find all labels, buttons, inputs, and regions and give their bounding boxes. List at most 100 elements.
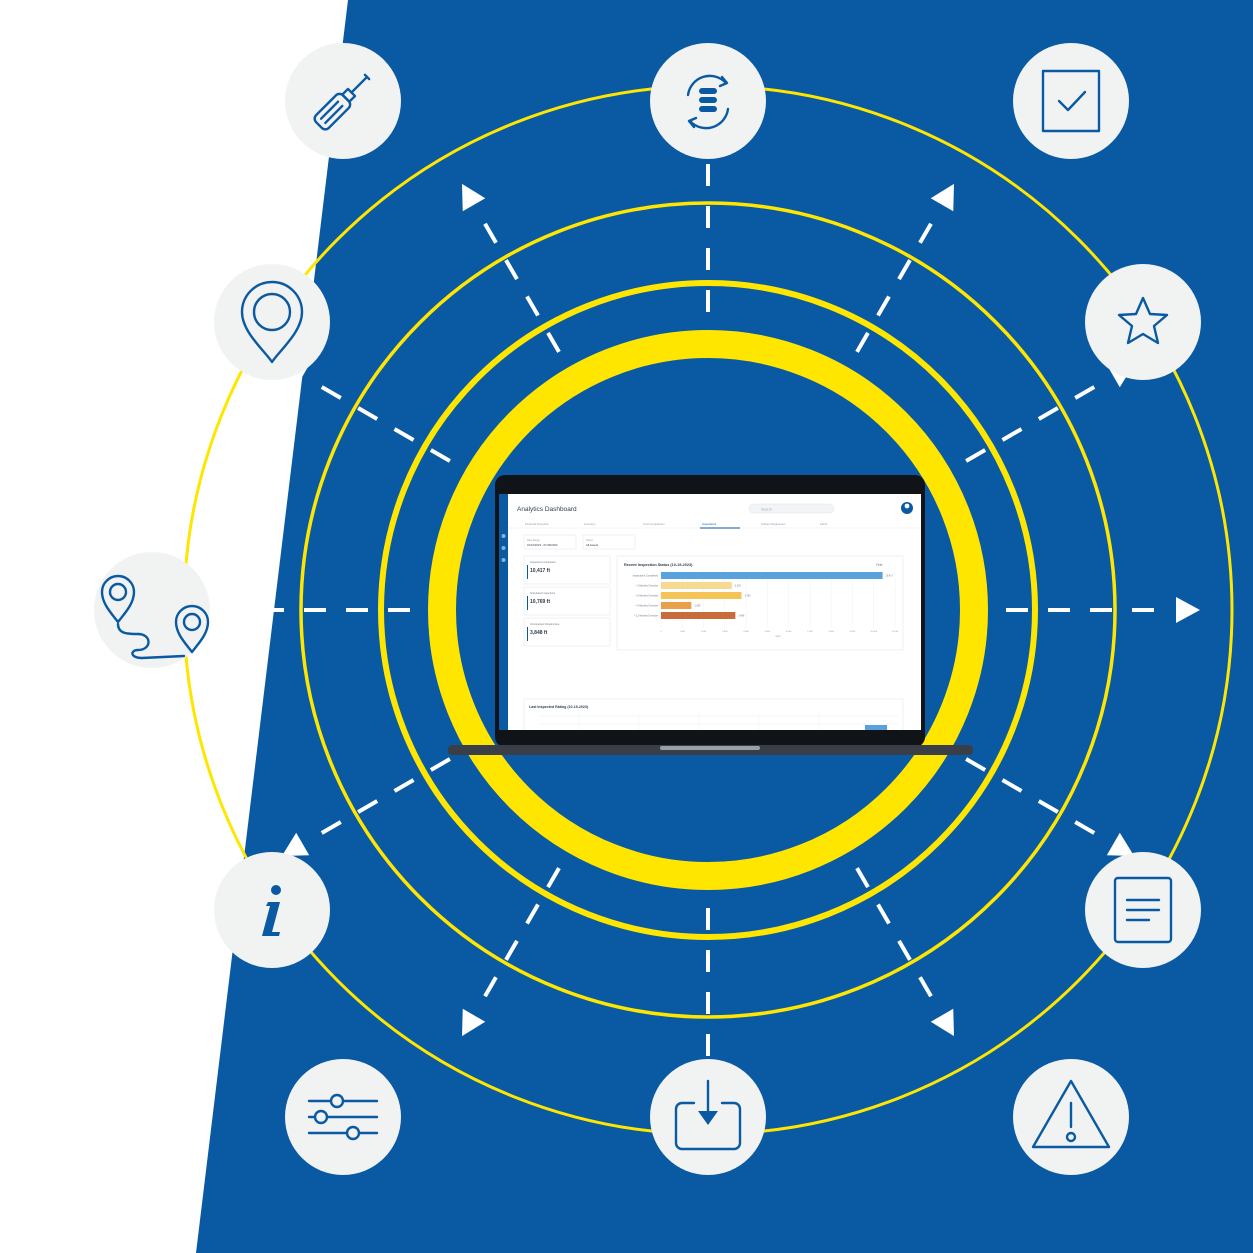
spoke-arrowhead <box>930 1008 954 1037</box>
dashboard-tab[interactable]: Alerts <box>820 522 828 526</box>
tools-node <box>285 43 401 159</box>
kpi-value: 10,769 ft <box>530 599 550 605</box>
kpi-label: Scheduled Inspections <box>530 592 556 595</box>
kpi-card <box>523 617 611 647</box>
dashboard-tab[interactable]: Surface Regression <box>761 522 786 526</box>
kpi-label: Uninspected Infrastructure <box>530 623 560 626</box>
bar-value-label: 1,426 <box>694 605 701 608</box>
dashboard-tab[interactable]: Inspections <box>702 522 717 526</box>
alert-node <box>1013 1059 1129 1175</box>
filter-label: Status <box>586 539 594 542</box>
kpi-accent <box>527 565 528 579</box>
import-node <box>650 1059 766 1175</box>
spoke-line <box>308 757 451 842</box>
dashboard-tab[interactable]: Cost Comparison <box>643 522 665 526</box>
kpi-value: 3,848 ft <box>530 630 548 636</box>
status-bar[interactable] <box>661 602 692 609</box>
route-icon <box>100 574 210 660</box>
filter-value: 01/01/2023 - 07/18/2023 <box>527 543 558 547</box>
spoke-line <box>308 378 451 463</box>
bar-value-label: 3,783 <box>744 595 751 598</box>
warning-icon <box>1031 1079 1111 1149</box>
kpi-accent <box>527 596 528 610</box>
laptop: Analytics Dashboard Search Financial Ove… <box>448 475 973 755</box>
rating-chart-title: Last Inspected Rating (10-19-2023) <box>529 705 589 709</box>
bar-value-label: 3,496 <box>738 615 745 618</box>
spoke-arrowhead <box>930 183 954 212</box>
rating-chart-panel <box>523 698 904 730</box>
x-tick-label: 11,000 <box>892 631 899 633</box>
bar-value-label: 10,417 <box>886 575 894 578</box>
kpi-value: 10,417 ft <box>530 568 550 574</box>
dashboard-title: Analytics Dashboard <box>517 506 577 513</box>
spoke-arrowhead <box>462 183 486 212</box>
route-node <box>94 552 210 668</box>
status-bar[interactable] <box>661 582 732 589</box>
screwdriver-icon <box>313 73 371 131</box>
center-ring <box>428 330 988 890</box>
kpi-card <box>523 586 611 616</box>
avatar-head <box>904 503 910 509</box>
x-tick-label: 2,000 <box>701 631 707 633</box>
filter-select[interactable] <box>582 534 636 550</box>
search-input[interactable] <box>748 503 835 514</box>
spoke-arrowhead <box>1106 832 1135 856</box>
spoke-arrowhead <box>1176 597 1200 623</box>
dashboard-tab[interactable]: Financial Overview <box>525 522 550 526</box>
kpi-accent <box>527 627 528 641</box>
spoke-line <box>476 210 561 353</box>
info-node <box>214 852 330 968</box>
settings-node <box>285 1059 401 1175</box>
category-label: Inspections Completed <box>633 575 659 578</box>
x-tick-label: 0 <box>660 631 662 633</box>
spoke-line <box>965 378 1108 463</box>
tab-row: Financial Overview Inventory Cost Comparis… <box>525 522 828 529</box>
category-label: > 3 Months Overdue <box>635 585 658 588</box>
inner-ring <box>378 280 1038 940</box>
status-bar[interactable] <box>661 572 883 579</box>
status-bar[interactable] <box>661 592 742 599</box>
spoke-arrowhead <box>216 597 240 623</box>
nav-reports-icon[interactable] <box>501 546 506 550</box>
status-chart-title: Recent Inspection Status (10-19-2023) <box>624 563 693 567</box>
category-label: > 9 Months Overdue <box>635 605 658 608</box>
spoke-line <box>855 867 940 1010</box>
kpi-label: Inspections Completed <box>530 561 556 564</box>
spoke-arrowhead <box>281 832 310 856</box>
kpi-card <box>523 555 611 585</box>
x-tick-label: 4,000 <box>743 631 749 633</box>
checklist-node <box>1013 43 1129 159</box>
rating-chart-grid <box>539 714 899 730</box>
status-chart-panel <box>616 555 904 651</box>
spoke-arrowhead <box>462 1008 486 1037</box>
x-axis-label: Feet <box>776 635 781 638</box>
status-bar[interactable] <box>661 612 736 619</box>
x-tick-label: 3,000 <box>722 631 728 633</box>
filter-select[interactable] <box>523 534 577 550</box>
filter-value: All Assets <box>586 543 599 547</box>
x-tick-label: 6,000 <box>786 631 792 633</box>
sliders-icon <box>307 1093 379 1141</box>
location-pin-icon <box>240 280 304 364</box>
category-label: > 12 Months Overdue <box>634 615 659 618</box>
status-chart-menu[interactable]: Feet <box>876 563 882 567</box>
checkbox-icon <box>1041 69 1101 133</box>
x-tick-label: 7,000 <box>807 631 813 633</box>
database-sync-icon <box>686 74 730 130</box>
document-icon <box>1113 876 1173 944</box>
info-icon <box>262 885 281 936</box>
laptop-notch <box>660 746 760 750</box>
filter-label: Date Range <box>527 539 540 542</box>
x-tick-label: 10,000 <box>870 631 877 633</box>
dashboard-tab[interactable]: Inventory <box>584 522 596 526</box>
kpi-cards: Inspections Completed 10,417 ft Scheduled … <box>523 555 611 647</box>
search-placeholder: Search <box>761 508 772 512</box>
x-tick-label: 1,000 <box>680 631 686 633</box>
nav-map-icon[interactable] <box>501 558 506 562</box>
data-sync-node <box>650 43 766 159</box>
nav-home-icon[interactable] <box>501 534 506 538</box>
